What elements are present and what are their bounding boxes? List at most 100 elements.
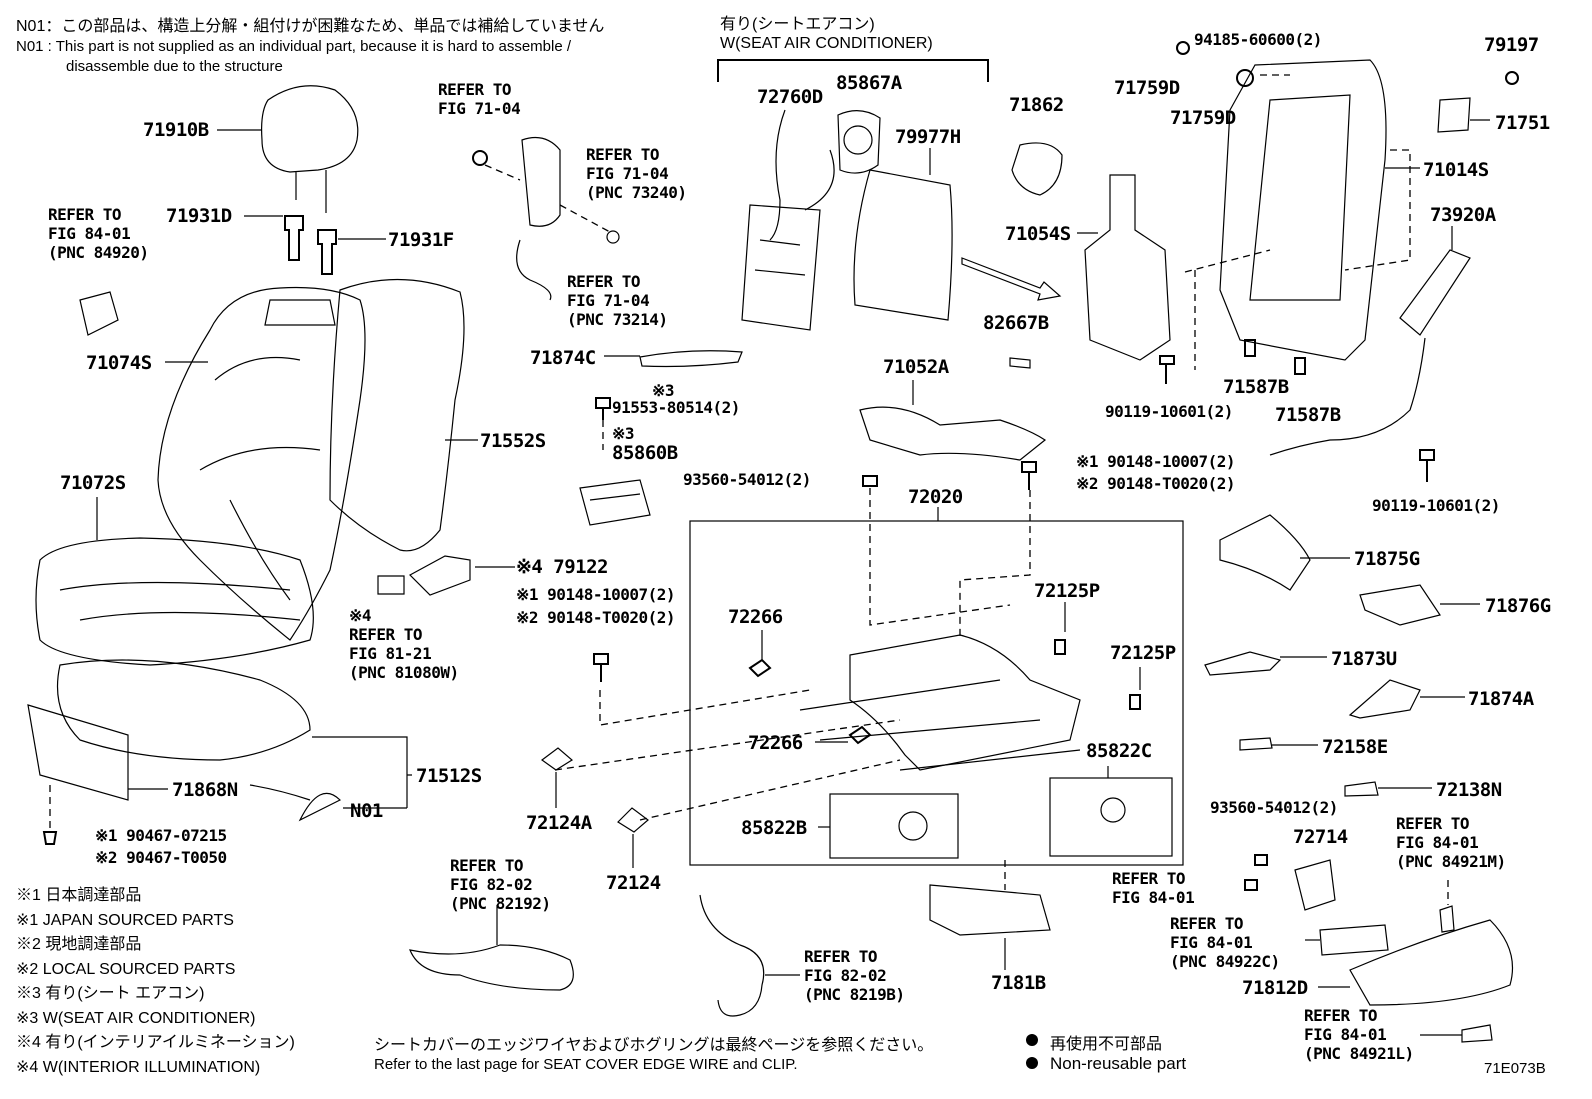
part-72020[interactable]: 72020: [908, 486, 963, 508]
ref-fig84-84922C[interactable]: REFER TO FIG 84-01 (PNC 84922C): [1170, 914, 1280, 971]
part-71876G[interactable]: 71876G: [1485, 595, 1551, 617]
part-71759D-b[interactable]: 71759D: [1170, 107, 1236, 129]
part-90148-T0020-b[interactable]: ※2 90148-T0020(2): [1076, 474, 1236, 493]
trim-71873U-drawing: [1204, 651, 1282, 676]
note-n01-jp: N01：この部品は、構造上分解・組付けが困難なため、単品では補給していません: [16, 18, 605, 35]
seat-back-pad-drawing: [853, 169, 953, 321]
ref-fig81-81080W[interactable]: ※4 REFER TO FIG 81-21 (PNC 81080W): [349, 606, 459, 682]
ref-fig71-73214[interactable]: REFER TO FIG 71-04 (PNC 73214): [567, 272, 668, 329]
lower-harness-drawing: [929, 884, 1051, 936]
trim-71874A-drawing: [1348, 679, 1421, 719]
part-72158E[interactable]: 72158E: [1322, 736, 1388, 758]
ref-fig71-04[interactable]: REFER TO FIG 71-04: [438, 80, 521, 118]
part-82667B[interactable]: 82667B: [983, 312, 1049, 334]
legend-item: ※1 日本調達部品: [16, 887, 142, 904]
note-seat-ac-en: W(SEAT AIR CONDITIONER): [720, 35, 933, 52]
part-71873U[interactable]: 71873U: [1331, 648, 1397, 670]
seat-adjuster-drawing: [849, 634, 1081, 771]
ac-fan-drawing: [837, 110, 881, 174]
part-90467-T0050[interactable]: ※2 90467-T0050: [95, 848, 227, 867]
part-90467-07215[interactable]: ※1 90467-07215: [95, 826, 227, 845]
ref-fig84-84921L[interactable]: REFER TO FIG 84-01 (PNC 84921L): [1304, 1006, 1414, 1063]
part-71512S[interactable]: 71512S: [416, 765, 482, 787]
legend-item: ※2 LOCAL SOURCED PARTS: [16, 960, 236, 978]
part-71751[interactable]: 71751: [1495, 112, 1550, 134]
part-90148-10007-a[interactable]: ※1 90148-10007(2): [516, 585, 676, 604]
part-90119-10601-b[interactable]: 90119-10601(2): [1372, 496, 1500, 515]
ref-fig84-84921M[interactable]: REFER TO FIG 84-01 (PNC 84921M): [1396, 814, 1506, 871]
part-71874A[interactable]: 71874A: [1468, 688, 1534, 710]
part-72125P-a[interactable]: 72125P: [1034, 580, 1100, 602]
part-72266-b[interactable]: 72266: [748, 732, 803, 754]
part-71072S[interactable]: 71072S: [60, 472, 126, 494]
trim-71875G-drawing: [1219, 514, 1311, 591]
part-71910B[interactable]: 71910B: [143, 119, 209, 141]
legend-item: ※1 JAPAN SOURCED PARTS: [16, 911, 234, 929]
part-79197[interactable]: 79197: [1484, 34, 1539, 56]
part-72124A[interactable]: 72124A: [526, 812, 592, 834]
part-71868N[interactable]: 71868N: [172, 779, 238, 801]
part-71587B-b[interactable]: 71587B: [1275, 404, 1341, 426]
part-71874C[interactable]: 71874C: [530, 347, 596, 369]
part-71931D[interactable]: 71931D: [166, 205, 232, 227]
part-72124[interactable]: 72124: [606, 872, 661, 894]
ref-fig82-82192[interactable]: REFER TO FIG 82-02 (PNC 82192): [450, 856, 551, 913]
part-71074S[interactable]: 71074S: [86, 352, 152, 374]
front-cover-drawing: [27, 704, 129, 801]
side-airbag-drawing: [1399, 249, 1471, 336]
part-72125P-b[interactable]: 72125P: [1110, 642, 1176, 664]
part-71014S[interactable]: 71014S: [1423, 159, 1489, 181]
part-85867A[interactable]: 85867A: [836, 72, 902, 94]
ref-fig84-01[interactable]: REFER TO FIG 84-01: [1112, 869, 1195, 907]
part-71054S[interactable]: 71054S: [1005, 223, 1071, 245]
part-91553-80514[interactable]: 91553-80514(2): [612, 398, 740, 417]
legend-item: ※3 W(SEAT AIR CONDITIONER): [16, 1009, 256, 1027]
part-79122[interactable]: ※4 79122: [516, 556, 609, 578]
seat-cushion-cover-drawing: [35, 537, 314, 666]
part-93560-54012-b[interactable]: 93560-54012(2): [1210, 798, 1338, 817]
note-edge-wire-en: Refer to the last page for SEAT COVER ED…: [374, 1056, 798, 1073]
part-71552S[interactable]: 71552S: [480, 430, 546, 452]
ref-fig82-8219B[interactable]: REFER TO FIG 82-02 (PNC 8219B): [804, 947, 905, 1004]
note-nonreuse-en: Non-reusable part: [1050, 1054, 1187, 1073]
mark-91553: ※3: [652, 381, 675, 400]
legend-item: ※2 現地調達部品: [16, 936, 142, 953]
part-N01[interactable]: N01: [350, 800, 383, 822]
part-72138N[interactable]: 72138N: [1436, 779, 1502, 801]
note-n01-en-line1: N01 : This part is not supplied as an in…: [16, 38, 572, 55]
part-72760D[interactable]: 72760D: [757, 86, 823, 108]
legend-item: ※4 有り(インテリアイルミネーション): [16, 1034, 295, 1051]
legend: ※1 日本調達部品 ※1 JAPAN SOURCED PARTS ※2 現地調達…: [16, 884, 295, 1080]
recliner-cover-drawing: [1011, 142, 1063, 196]
seat-back-frame-inner-drawing: [1084, 174, 1171, 361]
part-93560-54012-a[interactable]: 93560-54012(2): [683, 470, 811, 489]
note-n01-en-line2: disassemble due to the structure: [66, 58, 283, 75]
part-7181B[interactable]: 7181B: [991, 972, 1046, 994]
trim-71876G-drawing: [1359, 584, 1441, 626]
part-71052A[interactable]: 71052A: [883, 356, 949, 378]
part-71812D[interactable]: 71812D: [1242, 977, 1308, 999]
part-85860B[interactable]: 85860B: [612, 442, 678, 464]
part-94185-60600[interactable]: 94185-60600(2): [1194, 30, 1322, 49]
part-90119-10601-a[interactable]: 90119-10601(2): [1105, 402, 1233, 421]
part-90148-10007-b[interactable]: ※1 90148-10007(2): [1076, 452, 1236, 471]
seat-back-frame-drawing: [1219, 59, 1387, 361]
part-85822C[interactable]: 85822C: [1086, 740, 1152, 762]
headrest-drawing: [261, 85, 359, 213]
part-73920A[interactable]: 73920A: [1430, 204, 1496, 226]
part-85822B[interactable]: 85822B: [741, 817, 807, 839]
part-72266-a[interactable]: 72266: [728, 606, 783, 628]
part-72714[interactable]: 72714: [1293, 826, 1348, 848]
part-90148-T0020-a[interactable]: ※2 90148-T0020(2): [516, 608, 676, 627]
part-71931F[interactable]: 71931F: [388, 229, 454, 251]
part-71587B-a[interactable]: 71587B: [1223, 376, 1289, 398]
part-79977H[interactable]: 79977H: [895, 126, 961, 148]
seat-back-board-drawing: [329, 278, 465, 552]
seat-cushion-pad-drawing: [56, 659, 311, 761]
part-71759D-a[interactable]: 71759D: [1114, 77, 1180, 99]
ref-fig71-73240[interactable]: REFER TO FIG 71-04 (PNC 73240): [586, 145, 687, 202]
part-71862[interactable]: 71862: [1009, 94, 1064, 116]
ref-fig84-84920[interactable]: REFER TO FIG 84-01 (PNC 84920): [48, 205, 149, 262]
part-71875G[interactable]: 71875G: [1354, 548, 1420, 570]
